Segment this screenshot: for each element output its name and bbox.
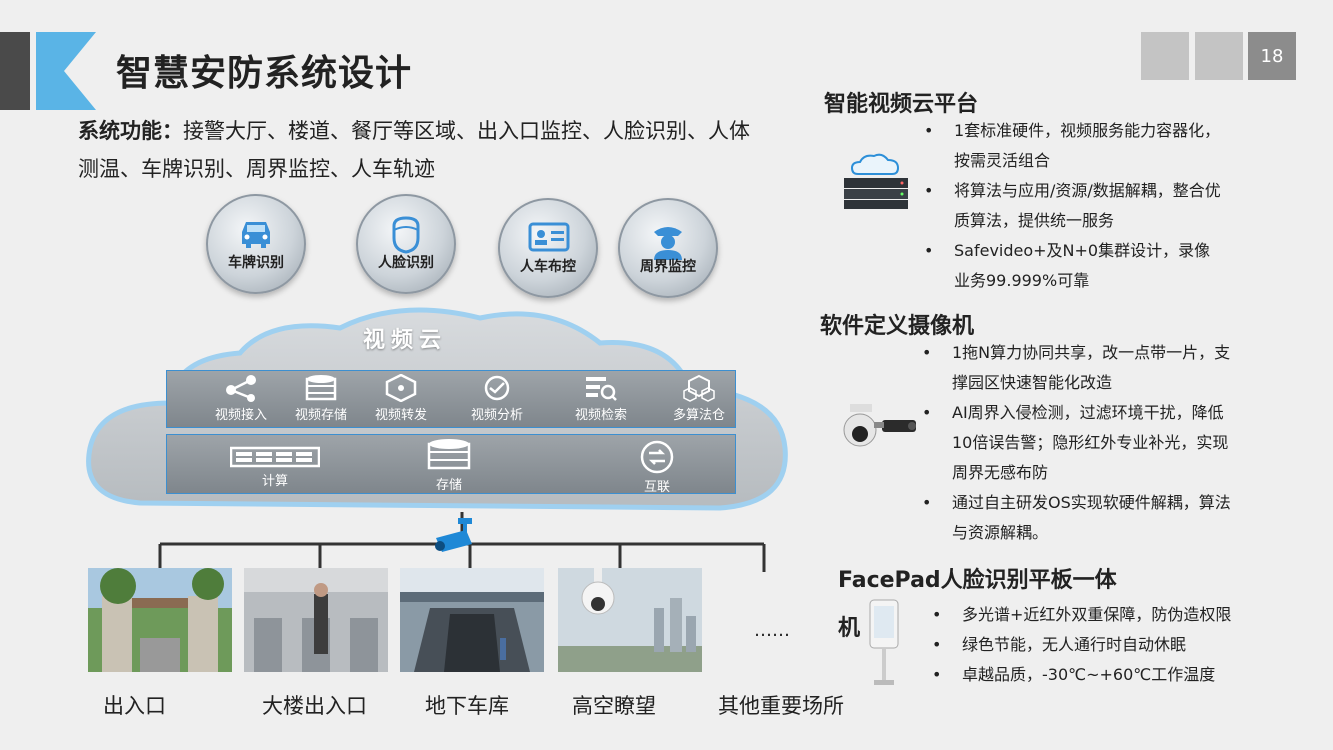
bullet-list-video-cloud: 1套标准硬件，视频服务能力容器化，按需灵活组合 将算法与应用/资源/数据解耦，整… xyxy=(924,116,1224,296)
server-cloud-icon xyxy=(844,153,908,209)
analysis-icon xyxy=(484,375,510,401)
cube-cluster-icon xyxy=(683,374,715,402)
database-icon xyxy=(305,375,337,401)
bubble-label: 车牌识别 xyxy=(228,255,284,271)
photo-high-altitude xyxy=(558,568,702,672)
bubble-label: 人脸识别 xyxy=(378,255,434,271)
section-title-facepad: FacePad人脸识别平板一体 xyxy=(838,568,1117,593)
car-icon xyxy=(242,222,270,248)
service-label: 视频存储 xyxy=(294,408,347,423)
infra-compute: 计算 xyxy=(230,446,320,489)
bullet-item: 通过自主研发OS实现软硬件解耦，算法与资源解耦。 xyxy=(922,488,1240,548)
infra-label: 计算 xyxy=(261,474,288,489)
search-list-icon xyxy=(586,377,617,401)
cloud-title: 视频云 xyxy=(362,328,447,353)
share-icon xyxy=(226,375,256,402)
storage-icon xyxy=(427,439,471,470)
infra-label: 互联 xyxy=(643,480,670,495)
server-rack-icon xyxy=(230,446,320,468)
bullet-item: 卓越品质，-30℃~+60℃工作温度 xyxy=(932,660,1252,690)
location-caption: 高空瞭望 xyxy=(572,694,656,718)
service-video-access: 视频接入 xyxy=(196,374,286,423)
infra-interconnect: 互联 xyxy=(612,440,702,495)
id-card-icon xyxy=(528,222,570,252)
page-tab-2 xyxy=(1195,32,1243,80)
hexagon-network-icon xyxy=(385,374,417,402)
router-icon xyxy=(640,440,674,474)
bullet-item: AI周界入侵检测，过滤环境干扰，降低10倍误告警；隐形红外专业补光，实现周界无感… xyxy=(922,398,1240,488)
service-label: 视频转发 xyxy=(374,408,427,423)
section-title-software-defined-camera: 软件定义摄像机 xyxy=(820,314,975,339)
bubble-face-recognition: 人脸识别 xyxy=(356,194,456,294)
bubble-plate-recognition: 车牌识别 xyxy=(206,194,306,294)
photo-building-entrance xyxy=(244,568,388,672)
functions-label: 系统功能： xyxy=(78,119,183,143)
photo-entrance xyxy=(88,568,232,672)
service-video-analysis: 视频分析 xyxy=(452,374,542,423)
bullet-item: 1套标准硬件，视频服务能力容器化，按需灵活组合 xyxy=(924,116,1224,176)
service-label: 视频接入 xyxy=(214,408,267,423)
bullet-item: 将算法与应用/资源/数据解耦，整合优质算法，提供统一服务 xyxy=(924,176,1224,236)
header-dark-bar xyxy=(0,32,30,110)
bubble-label: 周界监控 xyxy=(640,259,696,275)
page-tab-1 xyxy=(1141,32,1189,80)
face-tablet-icon xyxy=(869,599,899,685)
functions-text: 接警大厅、楼道、餐厅等区域、出入口监控、人脸识别、人体测温、车牌识别、周界监控、… xyxy=(78,119,750,181)
bullet-item: 1拖N算力协同共享，改一点带一片，支撑园区快速智能化改造 xyxy=(922,338,1240,398)
service-label: 视频检索 xyxy=(574,408,627,423)
infra-label: 存储 xyxy=(435,478,462,493)
service-algorithm-warehouse: 多算法仓 xyxy=(654,374,744,423)
service-label: 视频分析 xyxy=(470,408,523,423)
location-caption: 地下车库 xyxy=(425,694,509,718)
bullet-item: Safevideo+及N+0集群设计，录像业务99.999%可靠 xyxy=(924,236,1224,296)
location-caption: 其他重要场所 xyxy=(718,694,844,718)
service-label: 多算法仓 xyxy=(672,408,725,423)
bubble-label: 人车布控 xyxy=(520,259,576,275)
bullet-item: 绿色节能，无人通行时自动休眠 xyxy=(932,630,1252,660)
bullet-list-software-camera: 1拖N算力协同共享，改一点带一片，支撑园区快速智能化改造 AI周界入侵检测，过滤… xyxy=(922,338,1240,548)
more-locations-ellipsis: …… xyxy=(754,620,790,641)
page-number: 18 xyxy=(1248,32,1296,80)
section-title-facepad-line2: 机 xyxy=(838,616,861,641)
section-title-video-cloud-platform: 智能视频云平台 xyxy=(824,92,979,117)
service-video-storage: 视频存储 xyxy=(276,374,366,423)
location-caption: 大楼出入口 xyxy=(262,694,367,718)
system-functions: 系统功能：接警大厅、楼道、餐厅等区域、出入口监控、人脸识别、人体测温、车牌识别、… xyxy=(78,112,758,188)
header-chevron-decoration xyxy=(36,32,96,110)
bubble-perimeter-monitoring: 周界监控 xyxy=(618,198,718,298)
bullet-list-facepad: 多光谱+近红外双重保障，防伪造权限 绿色节能，无人通行时自动休眠 卓越品质，-3… xyxy=(932,600,1252,690)
infra-storage: 存储 xyxy=(404,438,494,493)
page-title: 智慧安防系统设计 xyxy=(116,53,413,94)
camera-icon xyxy=(435,518,472,552)
bubble-person-vehicle-control: 人车布控 xyxy=(498,198,598,298)
face-icon xyxy=(392,216,420,254)
guard-icon xyxy=(654,227,682,260)
ptz-camera-icon xyxy=(843,404,916,447)
services-layer xyxy=(166,370,736,428)
location-caption: 出入口 xyxy=(103,694,166,718)
service-video-forwarding: 视频转发 xyxy=(356,374,446,423)
bullet-item: 多光谱+近红外双重保障，防伪造权限 xyxy=(932,600,1252,630)
photo-underground-garage xyxy=(400,568,544,672)
service-video-search: 视频检索 xyxy=(556,374,646,423)
